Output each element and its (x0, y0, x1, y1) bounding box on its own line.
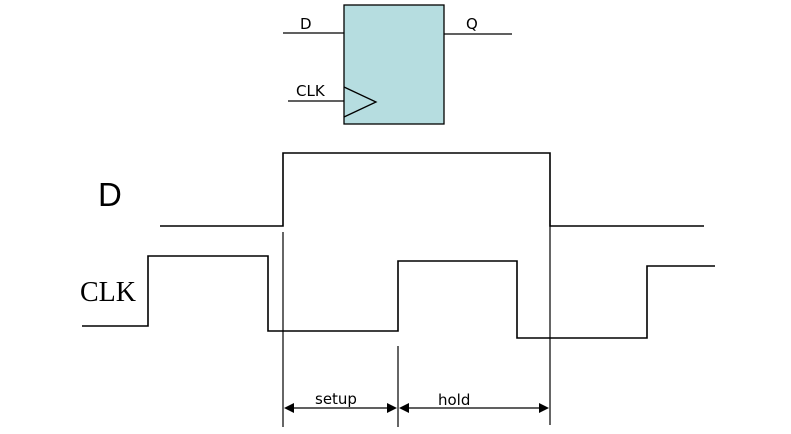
clk-waveform (82, 255, 715, 339)
flip-flop-body (343, 4, 445, 125)
setup-arrowhead-left-icon (284, 403, 294, 413)
d-waveform-label: D (98, 176, 122, 213)
hold-arrowhead-right-icon (539, 403, 549, 413)
hold-label: hold (438, 391, 470, 409)
d-input-label: D (300, 15, 312, 33)
d-flip-flop: D Q CLK (283, 4, 512, 125)
d-waveform (160, 152, 704, 227)
clk-input-label: CLK (296, 82, 326, 100)
hold-arrowhead-left-icon (399, 403, 409, 413)
setup-arrowhead-right-icon (387, 403, 397, 413)
q-output-label: Q (466, 15, 478, 33)
setup-interval: setup (284, 390, 397, 413)
clk-waveform-label: CLK (80, 277, 136, 308)
hold-interval: hold (399, 391, 549, 413)
setup-label: setup (315, 390, 357, 408)
clock-triangle-icon (343, 86, 378, 118)
